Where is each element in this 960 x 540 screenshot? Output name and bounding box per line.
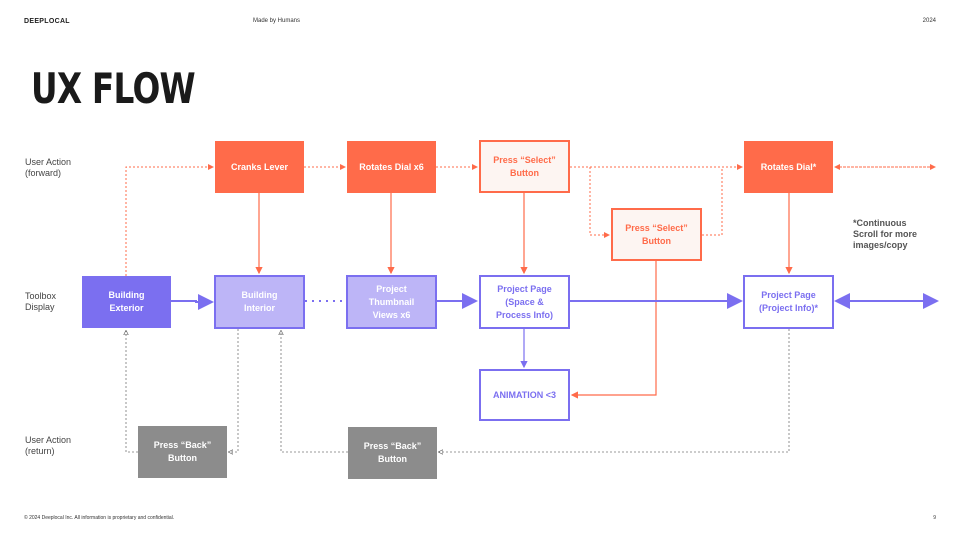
box-press-back-1: Press “Back” Button bbox=[138, 426, 227, 478]
deeplocal-logo: DEEPLOCAL bbox=[24, 18, 70, 25]
box-building-interior: Building Interior bbox=[214, 275, 305, 329]
arrow-branch-to-select2 bbox=[589, 167, 610, 238]
box-animation: ANIMATION <3 bbox=[479, 369, 570, 421]
box-building-exterior: Building Exterior bbox=[82, 276, 171, 328]
row-label-toolbox: Toolbox Display bbox=[25, 291, 57, 312]
page-title: UX FLOW bbox=[31, 64, 196, 113]
arrow-exterior-to-cranks bbox=[125, 164, 214, 276]
box-cranks-lever: Cranks Lever bbox=[215, 141, 304, 193]
row-label-forward: User Action (forward) bbox=[25, 157, 72, 178]
box-project-thumbnail: Project Thumbnail Views x6 bbox=[346, 275, 437, 329]
box-rotates-dial-star: Rotates Dial* bbox=[744, 141, 833, 193]
tagline: Made by Humans bbox=[253, 18, 301, 24]
arrow-back2-to-interior bbox=[281, 331, 348, 453]
footer-copyright: © 2024 Deeplocal Inc. All information is… bbox=[24, 515, 175, 521]
page-number: 9 bbox=[933, 515, 936, 521]
arrow-interior-to-back1 bbox=[229, 329, 239, 452]
box-rotates-dial-x6: Rotates Dial x6 bbox=[347, 141, 436, 193]
box-project-page-info: Project Page (Project Info)* bbox=[743, 275, 834, 329]
box-press-select-1: Press “Select” Button bbox=[479, 140, 570, 193]
box-project-page-space: Project Page (Space & Process Info) bbox=[479, 275, 570, 329]
box-press-select-2: Press “Select” Button bbox=[611, 208, 702, 261]
arrow-select2-to-dialstar bbox=[702, 167, 723, 236]
arrow-select2-to-animation bbox=[570, 261, 657, 399]
header-year: 2024 bbox=[922, 18, 936, 24]
box-press-back-2: Press “Back” Button bbox=[348, 427, 437, 479]
continuous-scroll-note: *Continuous Scroll for more images/copy bbox=[853, 218, 918, 250]
arrow-back1-to-exterior bbox=[126, 331, 138, 453]
row-label-return: User Action (return) bbox=[25, 435, 72, 456]
arrow-exterior-to-interior bbox=[171, 294, 214, 310]
arrow-projectinfo-to-back2 bbox=[439, 329, 790, 452]
